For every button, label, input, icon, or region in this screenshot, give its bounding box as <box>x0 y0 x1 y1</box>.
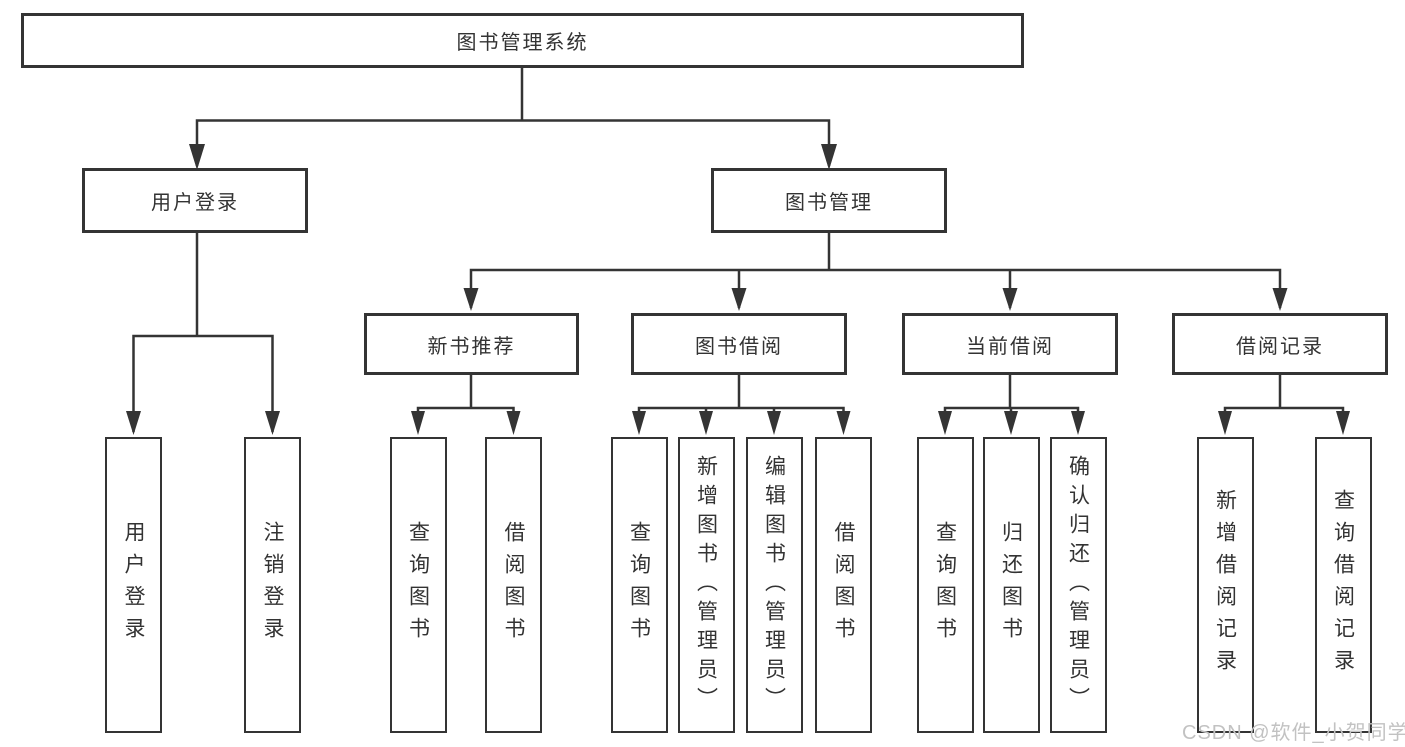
node-label: 图书管理系统 <box>456 32 589 54</box>
arrow-icon <box>463 288 479 311</box>
leaf-add-borrow-record: 新增借阅记录 <box>1196 437 1254 733</box>
arrow-icon <box>731 288 747 311</box>
arrow-icon <box>1336 411 1350 435</box>
node-label: 借阅图书 <box>502 521 525 649</box>
arrow-icon <box>1218 411 1232 435</box>
leaf-query-books: 查询图书 <box>916 437 974 733</box>
arrow-icon <box>821 144 837 170</box>
node-label: 新增借阅记录 <box>1213 489 1237 681</box>
node-label: 用户登录 <box>122 521 145 649</box>
arrow-icon <box>836 411 851 435</box>
arrow-icon <box>938 411 952 435</box>
arrow-icon <box>411 411 425 435</box>
node-book-borrowing: 图书借阅 <box>631 313 847 375</box>
node-label: 当前借阅 <box>966 335 1054 358</box>
node-label: 查询借阅记录 <box>1331 489 1355 681</box>
arrow-icon <box>699 411 713 435</box>
leaf-query-borrow-record: 查询借阅记录 <box>1314 437 1372 733</box>
node-label: 新增图书（管理员） <box>694 454 718 716</box>
node-label: 编辑图书（管理员） <box>762 454 786 716</box>
arrow-icon <box>189 144 205 170</box>
node-library-management-system: 图书管理系统 <box>21 13 1024 68</box>
arrow-icon <box>1272 288 1288 311</box>
node-new-book-recommend: 新书推荐 <box>364 313 579 375</box>
node-label: 图书借阅 <box>695 335 783 358</box>
arrow-icon <box>126 411 141 435</box>
node-label: 图书管理 <box>785 192 873 214</box>
arrow-icon <box>1002 288 1018 311</box>
node-label: 用户登录 <box>151 192 239 214</box>
arrow-icon <box>506 411 521 435</box>
leaf-confirm-return-admin: 确认归还（管理员） <box>1049 437 1107 733</box>
node-user-login: 用户登录 <box>82 168 308 233</box>
leaf-edit-books-admin: 编辑图书（管理员） <box>745 437 803 733</box>
arrow-icon <box>632 411 646 435</box>
connector-path <box>132 66 1345 432</box>
node-label: 借阅图书 <box>832 521 855 649</box>
arrow-icon <box>1071 411 1085 435</box>
node-label: 查询图书 <box>406 521 430 649</box>
arrowheads <box>126 144 1350 435</box>
arrow-icon <box>767 411 781 435</box>
leaf-add-books-admin: 新增图书（管理员） <box>677 437 735 733</box>
arrow-icon <box>265 411 280 435</box>
leaf-borrow-books: 借阅图书 <box>815 437 872 733</box>
node-label: 借阅记录 <box>1236 335 1324 358</box>
leaf-borrow-books: 借阅图书 <box>485 437 542 733</box>
node-current-borrowing: 当前借阅 <box>902 313 1118 375</box>
leaf-return-books: 归还图书 <box>982 437 1040 733</box>
arrow-icon <box>1004 411 1018 435</box>
watermark: CSDN @软件_小贺同学 <box>1182 722 1405 744</box>
node-label: 确认归还（管理员） <box>1066 454 1090 716</box>
node-label: 注销登录 <box>261 521 284 649</box>
leaf-logout: 注销登录 <box>244 437 301 733</box>
node-label: 查询图书 <box>933 521 957 649</box>
node-label: 新书推荐 <box>427 335 516 358</box>
node-borrow-records: 借阅记录 <box>1172 313 1388 375</box>
leaf-query-books: 查询图书 <box>389 437 447 733</box>
leaf-user-login: 用户登录 <box>105 437 162 733</box>
node-label: 归还图书 <box>999 521 1023 649</box>
node-book-management: 图书管理 <box>711 168 947 233</box>
leaf-query-books: 查询图书 <box>610 437 668 733</box>
node-label: 查询图书 <box>627 521 651 649</box>
